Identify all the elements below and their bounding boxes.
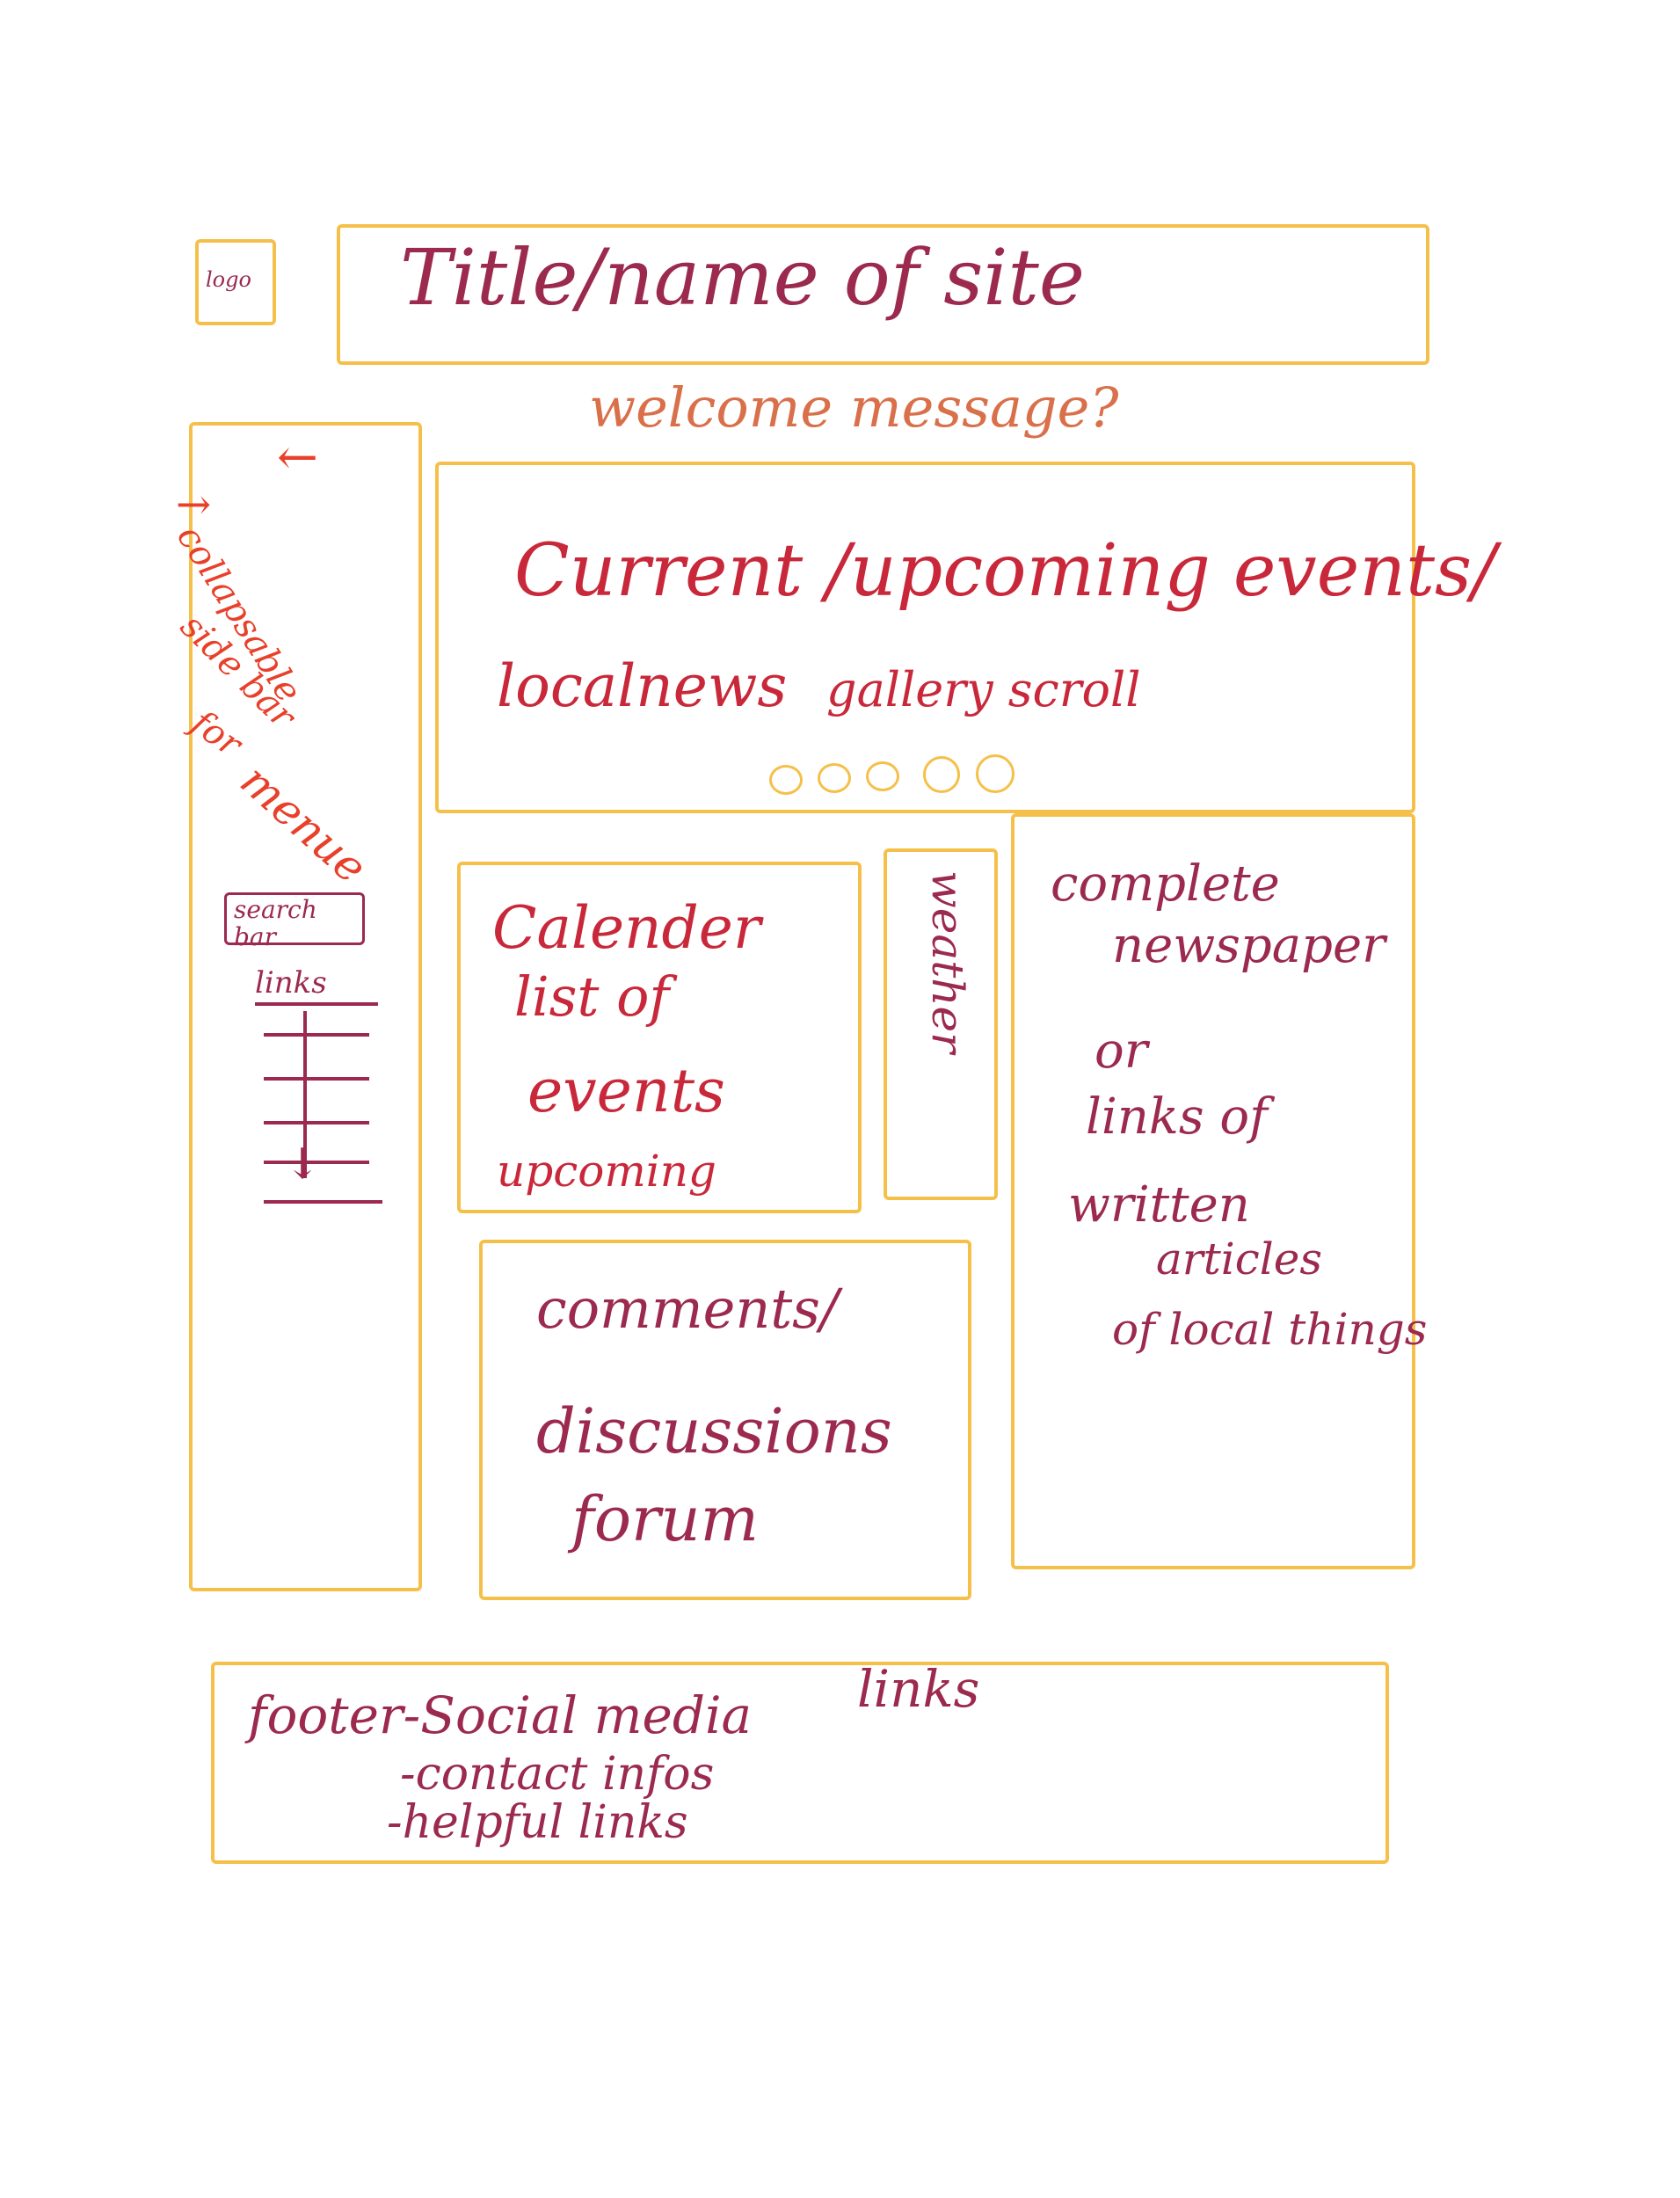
newspaper-box	[1011, 813, 1415, 1569]
newspaper-line-2: newspaper	[1112, 917, 1385, 974]
sidebar-box	[189, 422, 422, 1591]
gallery-title-line2b: gallery scroll	[826, 662, 1141, 717]
logo-box	[195, 239, 276, 325]
links-scroll-line	[303, 1011, 307, 1178]
forum-line-2: discussions	[536, 1395, 892, 1467]
links-divider-4[interactable]	[264, 1121, 369, 1124]
gallery-title-line1: Current /upcoming events/	[514, 529, 1496, 613]
footer-line-2: -contact infos	[400, 1748, 715, 1801]
weather-box	[884, 848, 998, 1200]
footer-line-1b: links	[857, 1659, 980, 1719]
footer-box	[211, 1662, 1389, 1864]
calendar-box	[457, 862, 862, 1213]
weather-label: weather	[922, 870, 973, 1053]
gallery-dot-4[interactable]	[923, 756, 960, 793]
links-divider-2[interactable]	[264, 1033, 369, 1037]
forum-line-1: comments/	[536, 1277, 839, 1341]
calendar-line-3: events	[527, 1057, 725, 1126]
forum-box	[479, 1240, 971, 1600]
expand-arrow-icon[interactable]: →	[176, 480, 212, 529]
newspaper-line-5: written	[1068, 1176, 1250, 1234]
search-bar[interactable]	[224, 892, 365, 945]
gallery-dot-2[interactable]	[818, 763, 851, 793]
site-title: Title/name of site	[400, 232, 1085, 323]
header-box	[337, 224, 1429, 365]
calendar-line-1: Calender	[492, 894, 761, 962]
gallery-box	[435, 462, 1415, 813]
links-divider-1[interactable]	[255, 1002, 378, 1006]
links-label: links	[255, 965, 327, 1001]
links-divider-6[interactable]	[264, 1200, 382, 1204]
search-bar-label: search bar	[234, 895, 317, 951]
logo-label: logo	[206, 267, 251, 292]
newspaper-line-6: articles	[1156, 1234, 1323, 1285]
footer-line-3: -helpful links	[387, 1796, 688, 1849]
footer-line-1a: footer-Social media	[248, 1685, 753, 1745]
links-divider-5[interactable]	[264, 1161, 369, 1164]
calendar-line-2: list of	[514, 964, 670, 1029]
newspaper-line-3: or	[1095, 1023, 1148, 1080]
scroll-down-arrow-icon: ↓	[285, 1139, 321, 1189]
gallery-dot-5[interactable]	[976, 754, 1015, 793]
newspaper-line-7: of local things	[1112, 1304, 1428, 1355]
gallery-dot-3[interactable]	[866, 761, 899, 791]
welcome-message: welcome message?	[589, 375, 1119, 440]
gallery-dot-1[interactable]	[769, 765, 803, 795]
calendar-line-4: upcoming	[497, 1146, 716, 1197]
newspaper-line-4: links of	[1086, 1088, 1268, 1146]
collapse-arrow-icon[interactable]: ←	[277, 429, 318, 486]
gallery-title-line2a: localnews	[497, 652, 788, 720]
links-divider-3[interactable]	[264, 1077, 369, 1081]
newspaper-line-1: complete	[1051, 855, 1280, 913]
forum-line-3: forum	[571, 1483, 759, 1555]
